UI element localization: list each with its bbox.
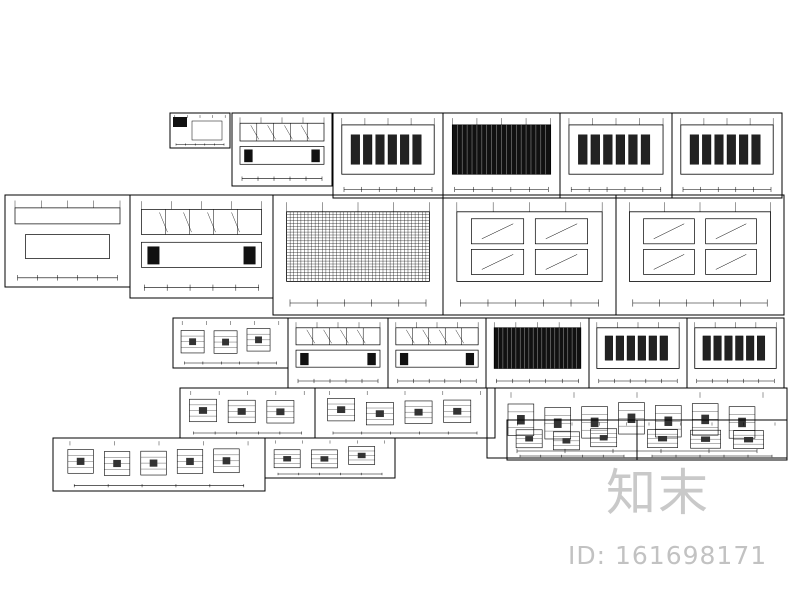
- watermark-logo: 知末: [606, 464, 710, 522]
- drawing-sheet-s11: [615, 194, 785, 316]
- drawing-sheet-s03: [332, 112, 444, 199]
- drawing-sheet-s08: [129, 194, 274, 299]
- drawing-sheet-s07: [4, 194, 131, 288]
- drawing-sheet-s06: [671, 112, 783, 199]
- drawing-sheet-s24: [636, 419, 788, 461]
- drawing-sheet-s17: [686, 317, 785, 389]
- drawing-sheet-s04: [442, 112, 561, 199]
- drawing-sheet-s15: [485, 317, 590, 389]
- drawing-sheet-s02: [231, 112, 333, 187]
- watermark-id: ID: 161698171: [568, 541, 768, 570]
- drawing-frames: [4, 112, 788, 492]
- drawing-sheet-s09: [272, 194, 444, 316]
- drawing-sheet-s19: [314, 387, 496, 439]
- drawing-sheet-s18: [179, 387, 316, 439]
- drawing-sheet-s16: [588, 317, 688, 389]
- drawing-sheet-s13: [287, 317, 389, 389]
- drawing-sheet-s22: [264, 437, 396, 479]
- drawing-sheet-s01: [169, 112, 231, 149]
- drawing-sheet-s14: [387, 317, 487, 389]
- drawing-sheet-s23: [506, 419, 638, 461]
- drawing-sheet-s10: [442, 194, 617, 316]
- drawing-sheet-s12: [172, 317, 289, 369]
- drawing-sheet-s21: [52, 437, 266, 492]
- drawing-sheet-s05: [559, 112, 673, 199]
